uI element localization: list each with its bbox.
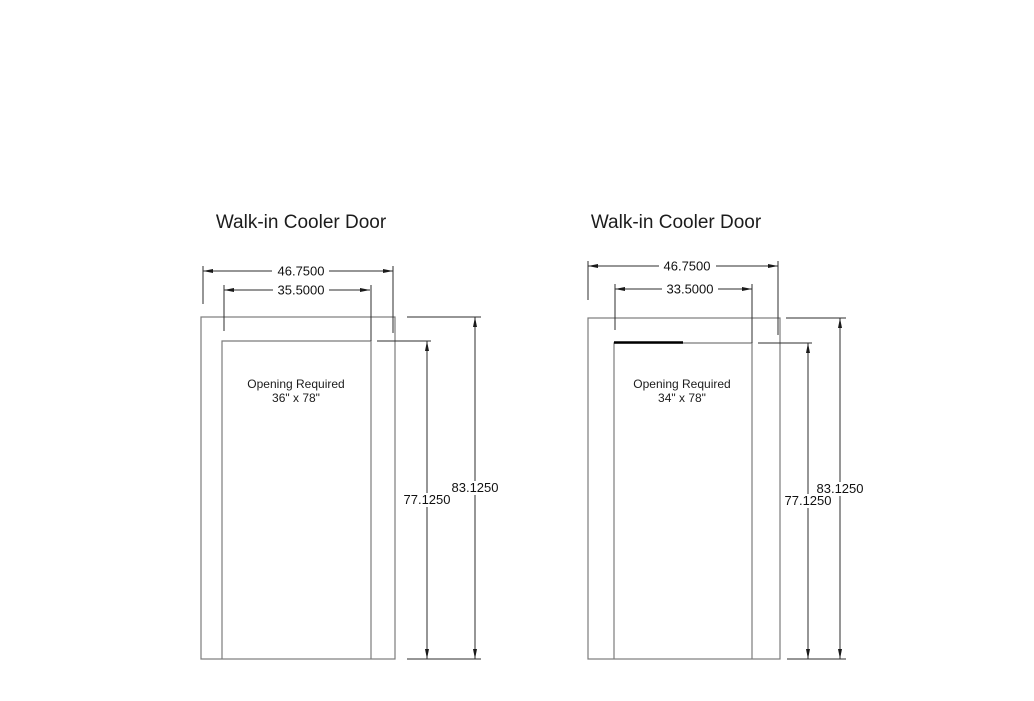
arrowhead-up-icon bbox=[838, 318, 842, 328]
arrowhead-left-icon bbox=[615, 287, 625, 291]
dim-inner-height: 77.1250 bbox=[758, 342, 846, 660]
arrowhead-down-icon bbox=[806, 649, 810, 659]
arrowhead-right-icon bbox=[742, 287, 752, 291]
arrowhead-up-icon bbox=[425, 341, 429, 351]
arrowhead-left-icon bbox=[224, 288, 234, 292]
dim-text-mask bbox=[662, 282, 718, 296]
dim-text-mask bbox=[272, 264, 329, 278]
dim-text-mask bbox=[816, 482, 864, 496]
arrowhead-down-icon bbox=[473, 649, 477, 659]
arrowhead-left-icon bbox=[203, 269, 213, 273]
dim-value-inner-width: 33.5000 bbox=[667, 282, 714, 297]
dim-outer-width: 46.7500 bbox=[202, 264, 394, 333]
arrowhead-left-icon bbox=[588, 264, 598, 268]
dim-value-inner-width: 35.5000 bbox=[278, 283, 325, 298]
dim-inner-width: 35.5000 bbox=[223, 283, 372, 341]
dim-outer-height: 83.1250 bbox=[407, 316, 499, 659]
dim-value-outer-width: 46.7500 bbox=[278, 264, 325, 279]
inner-frame bbox=[221, 340, 372, 659]
dim-outer-width: 46.7500 bbox=[587, 259, 779, 335]
dim-text-mask bbox=[659, 259, 716, 273]
opening-note-line2: 36" x 78" bbox=[272, 391, 320, 405]
dim-value-inner-height: 77.1250 bbox=[785, 493, 832, 508]
dim-value-inner-height: 77.1250 bbox=[404, 492, 451, 507]
outer-frame bbox=[200, 316, 396, 660]
dim-text-mask bbox=[784, 494, 833, 508]
arrowhead-right-icon bbox=[383, 269, 393, 273]
dim-value-outer-height: 83.1250 bbox=[817, 481, 864, 496]
dim-text-mask bbox=[403, 493, 452, 507]
dim-inner-width: 33.5000 bbox=[614, 282, 753, 343]
arrowhead-up-icon bbox=[473, 317, 477, 327]
arrowhead-down-icon bbox=[838, 649, 842, 659]
arrowhead-up-icon bbox=[806, 343, 810, 353]
opening-note-line2: 34" x 78" bbox=[658, 391, 706, 405]
door-diagram-left: Walk-in Cooler Door 46.7500 35.5000 bbox=[200, 212, 499, 660]
dim-text-mask bbox=[451, 481, 499, 495]
outer-frame bbox=[587, 317, 781, 660]
door-title: Walk-in Cooler Door bbox=[591, 212, 762, 233]
opening-note: Opening Required 36" x 78" bbox=[247, 377, 344, 405]
arrowhead-down-icon bbox=[425, 649, 429, 659]
dim-outer-height: 83.1250 bbox=[786, 317, 864, 659]
arrowhead-right-icon bbox=[768, 264, 778, 268]
dim-text-mask bbox=[273, 283, 329, 297]
dim-inner-height: 77.1250 bbox=[377, 340, 481, 660]
dim-value-outer-height: 83.1250 bbox=[452, 480, 499, 495]
opening-note-line1: Opening Required bbox=[247, 377, 344, 391]
door-diagram-right: Walk-in Cooler Door 46.7500 33.5000 bbox=[587, 212, 864, 660]
dim-value-outer-width: 46.7500 bbox=[664, 259, 711, 274]
door-title: Walk-in Cooler Door bbox=[216, 212, 387, 233]
arrowhead-right-icon bbox=[360, 288, 370, 292]
opening-note: Opening Required 34" x 78" bbox=[633, 377, 730, 405]
opening-note-line1: Opening Required bbox=[633, 377, 730, 391]
